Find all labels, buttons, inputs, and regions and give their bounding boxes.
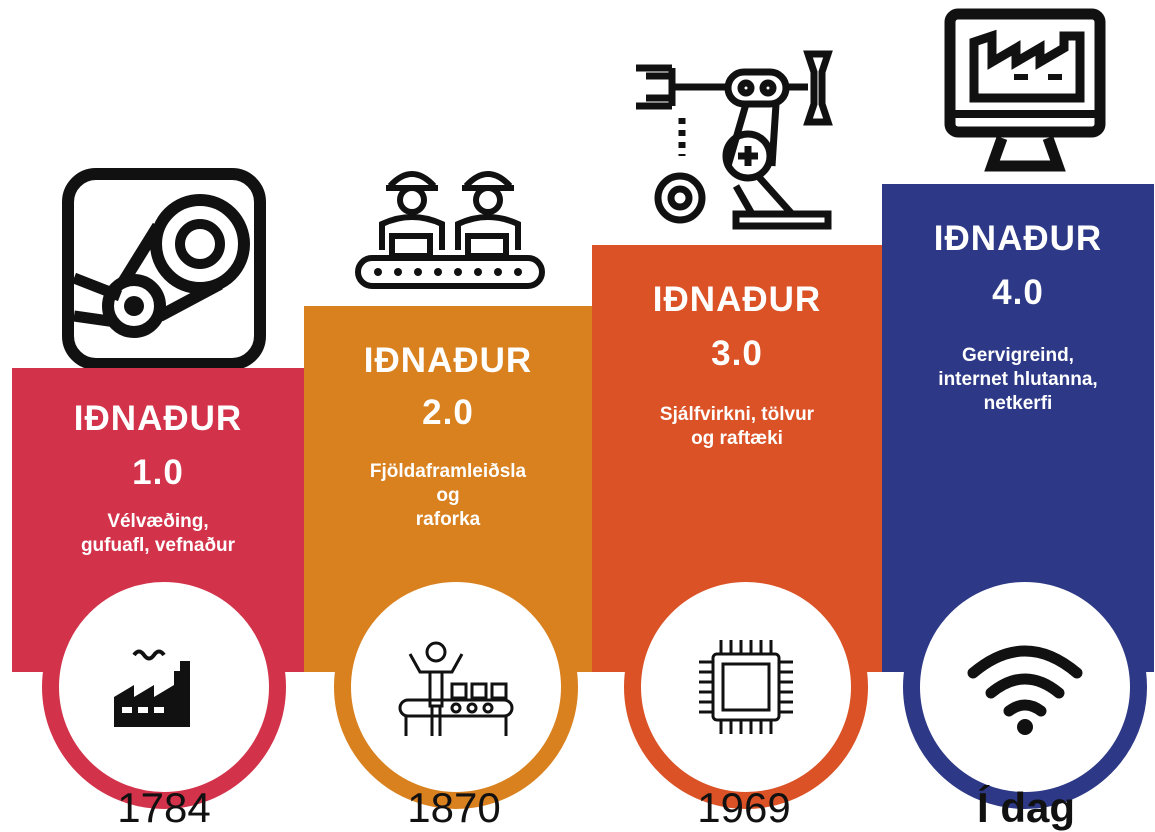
steam-icon (60, 166, 268, 372)
stage-4-desc-line-2: internet hlutanna, (938, 369, 1098, 390)
smart-factory-monitor-icon (940, 6, 1110, 174)
microchip-icon (699, 640, 793, 734)
stage-2-year: 1870 (407, 784, 501, 831)
stage-3-desc-line-1: Sjálfvirkni, tölvur (659, 404, 815, 425)
stage-4-version: 4.0 (992, 273, 1044, 312)
stage-1-title: IÐNAÐUR (73, 399, 243, 438)
stage-4-title: IÐNAÐUR (933, 219, 1103, 258)
stage-3-year: 1969 (697, 784, 791, 831)
stage-2-version: 2.0 (422, 393, 474, 432)
stage-1-year: 1784 (117, 784, 211, 831)
stage-2-title: IÐNAÐUR (363, 341, 533, 380)
stage-4-desc-line-3: netkerfi (983, 393, 1053, 414)
stage-3-desc-line-2: og raftæki (691, 428, 783, 449)
stage-4-ring (903, 565, 1147, 809)
stage-1-ring (42, 565, 286, 809)
robot-arm-icon (632, 46, 848, 232)
stage-1-desc-line-1: Vélvæðing, (107, 511, 209, 532)
worker-conveyor-icon (398, 641, 514, 736)
stage-4-year: Í dag (976, 784, 1075, 831)
wifi-icon (967, 645, 1083, 735)
stage-2-desc-line-3: raforka (415, 509, 481, 530)
stage-2-desc-line-2: og (436, 485, 460, 506)
stage-3-version: 3.0 (711, 334, 763, 373)
stage-3-title: IÐNAÐUR (652, 280, 822, 319)
stage-2-ring (334, 565, 578, 809)
assembly-workers-icon (352, 162, 548, 294)
factory-icon (114, 649, 190, 727)
stage-2-desc-line-1: Fjöldaframleiðsla (369, 461, 527, 482)
stage-4-desc-line-1: Gervigreind, (962, 345, 1074, 366)
stage-1-desc-line-2: gufuafl, vefnaður (80, 535, 236, 556)
stage-3-ring (624, 565, 868, 809)
stage-1-version: 1.0 (132, 453, 184, 492)
